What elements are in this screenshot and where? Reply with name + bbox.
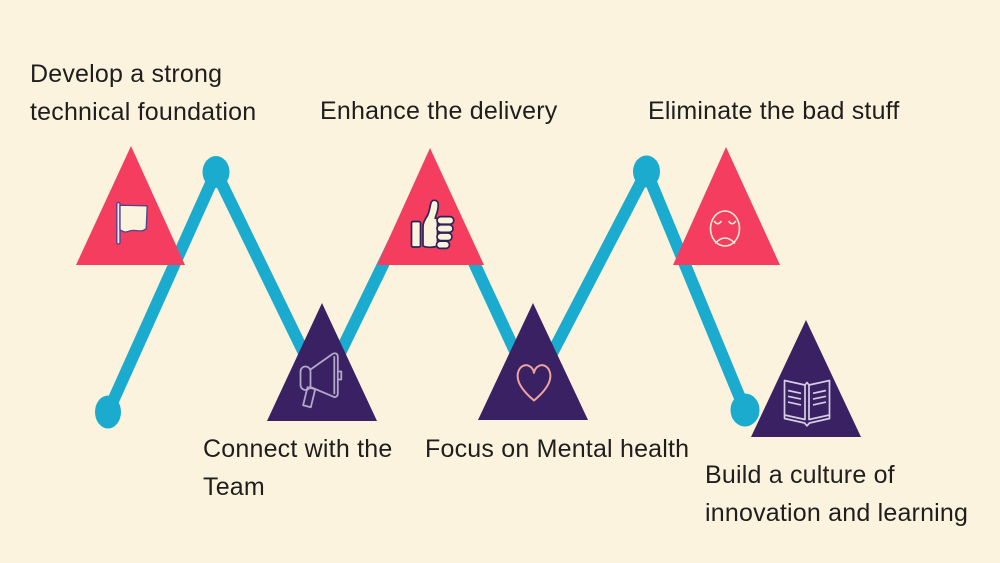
triangle-build [751, 320, 861, 437]
label-line: Develop a strong [30, 60, 223, 88]
sad-face-icon [709, 210, 741, 247]
label-line: Team [203, 473, 265, 501]
label-line: innovation and learning [705, 499, 969, 527]
peak-dot-2 [633, 155, 660, 188]
thumbs-up-icon [410, 199, 455, 250]
label-line: Connect with the [203, 435, 393, 463]
label-build: Build a culture of innovation and learni… [705, 456, 968, 532]
label-mental: Focus on Mental health [425, 430, 689, 468]
line-end-dot [730, 393, 760, 427]
heart-icon [516, 364, 552, 402]
label-enhance: Enhance the delivery [320, 92, 557, 130]
label-connect: Connect with the Team [203, 430, 392, 506]
label-line: technical foundation [30, 98, 257, 126]
label-eliminate: Eliminate the bad stuff [648, 92, 900, 130]
label-line: Focus on Mental health [425, 435, 690, 463]
open-book-icon [783, 379, 831, 427]
peak-dot-1 [202, 156, 230, 188]
label-line: Build a culture of [705, 461, 895, 489]
triangle-mental [478, 303, 588, 420]
triangle-eliminate [673, 147, 780, 265]
line-start-dot [95, 395, 121, 429]
label-line: Enhance the delivery [320, 97, 558, 125]
flag-icon [116, 201, 148, 245]
label-line: Eliminate the bad stuff [648, 97, 900, 125]
megaphone-icon [299, 352, 343, 409]
label-develop: Develop a strong technical foundation [30, 55, 256, 131]
